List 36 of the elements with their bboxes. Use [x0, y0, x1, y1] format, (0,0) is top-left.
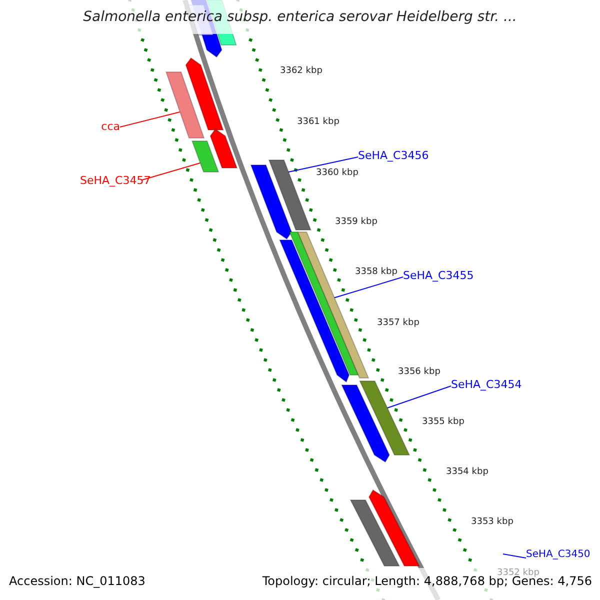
leader-line	[288, 156, 358, 172]
gene-label: SeHA_C3454	[451, 379, 522, 390]
tick-label: 3362 kbp	[280, 67, 322, 76]
gene-feature	[191, 140, 220, 172]
tick-label: 3358 kbp	[355, 268, 398, 277]
tick-label: 3361 kbp	[297, 118, 340, 127]
tick-label: 3355 kbp	[422, 418, 464, 427]
tick-label: 3353 kbp	[471, 518, 514, 527]
tick-label: 3354 kbp	[446, 468, 488, 477]
gene-feature	[278, 240, 350, 383]
gene-label: cca	[101, 121, 120, 132]
gene-label: SeHA_C3457	[80, 175, 151, 186]
gene-feature	[250, 164, 292, 240]
gene-label: SeHA_C3455	[403, 270, 474, 281]
gene-label: SeHA_C3456	[358, 150, 429, 161]
gene-feature	[185, 57, 224, 130]
tick-label: 3360 kbp	[316, 169, 358, 178]
gene-feature	[350, 500, 400, 566]
gene-feature	[340, 384, 390, 463]
leader-line	[142, 162, 201, 180]
gene-feature	[268, 160, 312, 230]
gene-label: SeHA_C3450	[526, 550, 590, 560]
tick-label: 3359 kbp	[335, 218, 378, 227]
accession-text: Accession: NC_011083	[9, 575, 146, 587]
gene-feature	[359, 380, 410, 456]
leader-line	[120, 112, 180, 128]
gene-feature	[368, 489, 420, 566]
leader-line	[386, 386, 452, 408]
tick-label: 3357 kbp	[377, 319, 420, 328]
leader-line	[502, 554, 526, 558]
tick-label: 3356 kbp	[398, 368, 440, 377]
genome-info-text: Topology: circular; Length: 4,888,768 bp; Genes: 4,756	[262, 575, 592, 587]
gene-feature	[165, 72, 205, 138]
map-title: Salmonella enterica subsp. enterica serovar Heidelberg str. ...	[82, 10, 518, 24]
leader-line	[333, 276, 404, 298]
gene-feature	[210, 128, 238, 168]
